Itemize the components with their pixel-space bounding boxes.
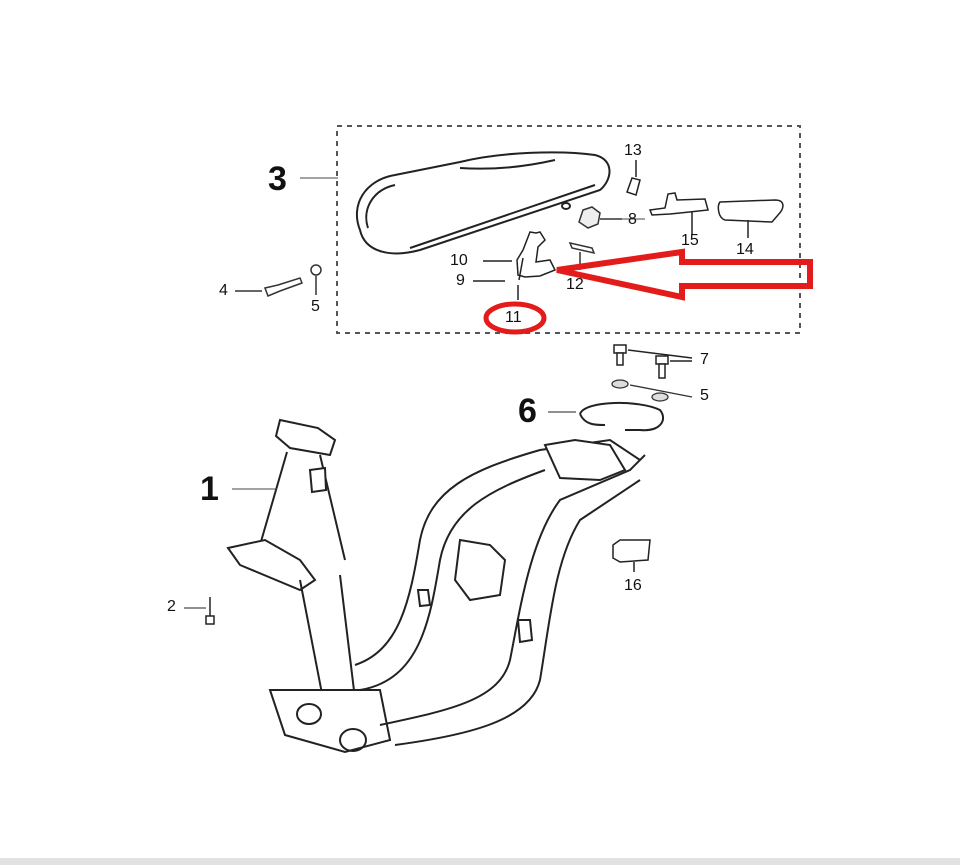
cover-part-14 [717,199,784,238]
latch-parts-9-10-11 [473,231,557,300]
callout-5-bottom: 5 [700,387,709,404]
washers-part-5-bottom [611,379,693,402]
callout-4: 4 [219,282,228,299]
callout-7: 7 [700,351,709,368]
callout-3: 3 [268,160,287,198]
callout-8: 8 [628,211,637,228]
clip-bracket-part-16 [612,539,651,572]
bumper-part-8 [578,206,622,229]
leader-lines [232,177,645,490]
callout-10: 10 [450,252,468,269]
callout-12: 12 [566,276,584,293]
bolts-part-7 [613,344,693,379]
clip-part-13 [626,160,641,196]
bolt-part-2 [184,597,215,625]
callout-6: 6 [518,392,537,430]
callout-16: 16 [624,577,642,594]
callout-1: 1 [200,470,219,508]
bottom-border [0,858,960,865]
callout-5-top: 5 [311,298,320,315]
seat-illustration [355,151,611,255]
callout-15: 15 [681,232,699,249]
highlight-arrow [556,248,813,301]
washer-part-5-top [310,264,322,295]
frame-part-1 [226,418,646,754]
highlight-circle [483,301,547,335]
callout-14: 14 [736,241,754,258]
grab-rail-part-6 [548,402,665,432]
seat-group-box [336,125,801,334]
callout-2: 2 [167,598,176,615]
bolt-part-4 [235,277,303,297]
hinge-part-15 [648,192,709,235]
callout-11: 11 [505,309,522,326]
callout-13: 13 [624,142,642,159]
callout-9: 9 [456,272,465,289]
